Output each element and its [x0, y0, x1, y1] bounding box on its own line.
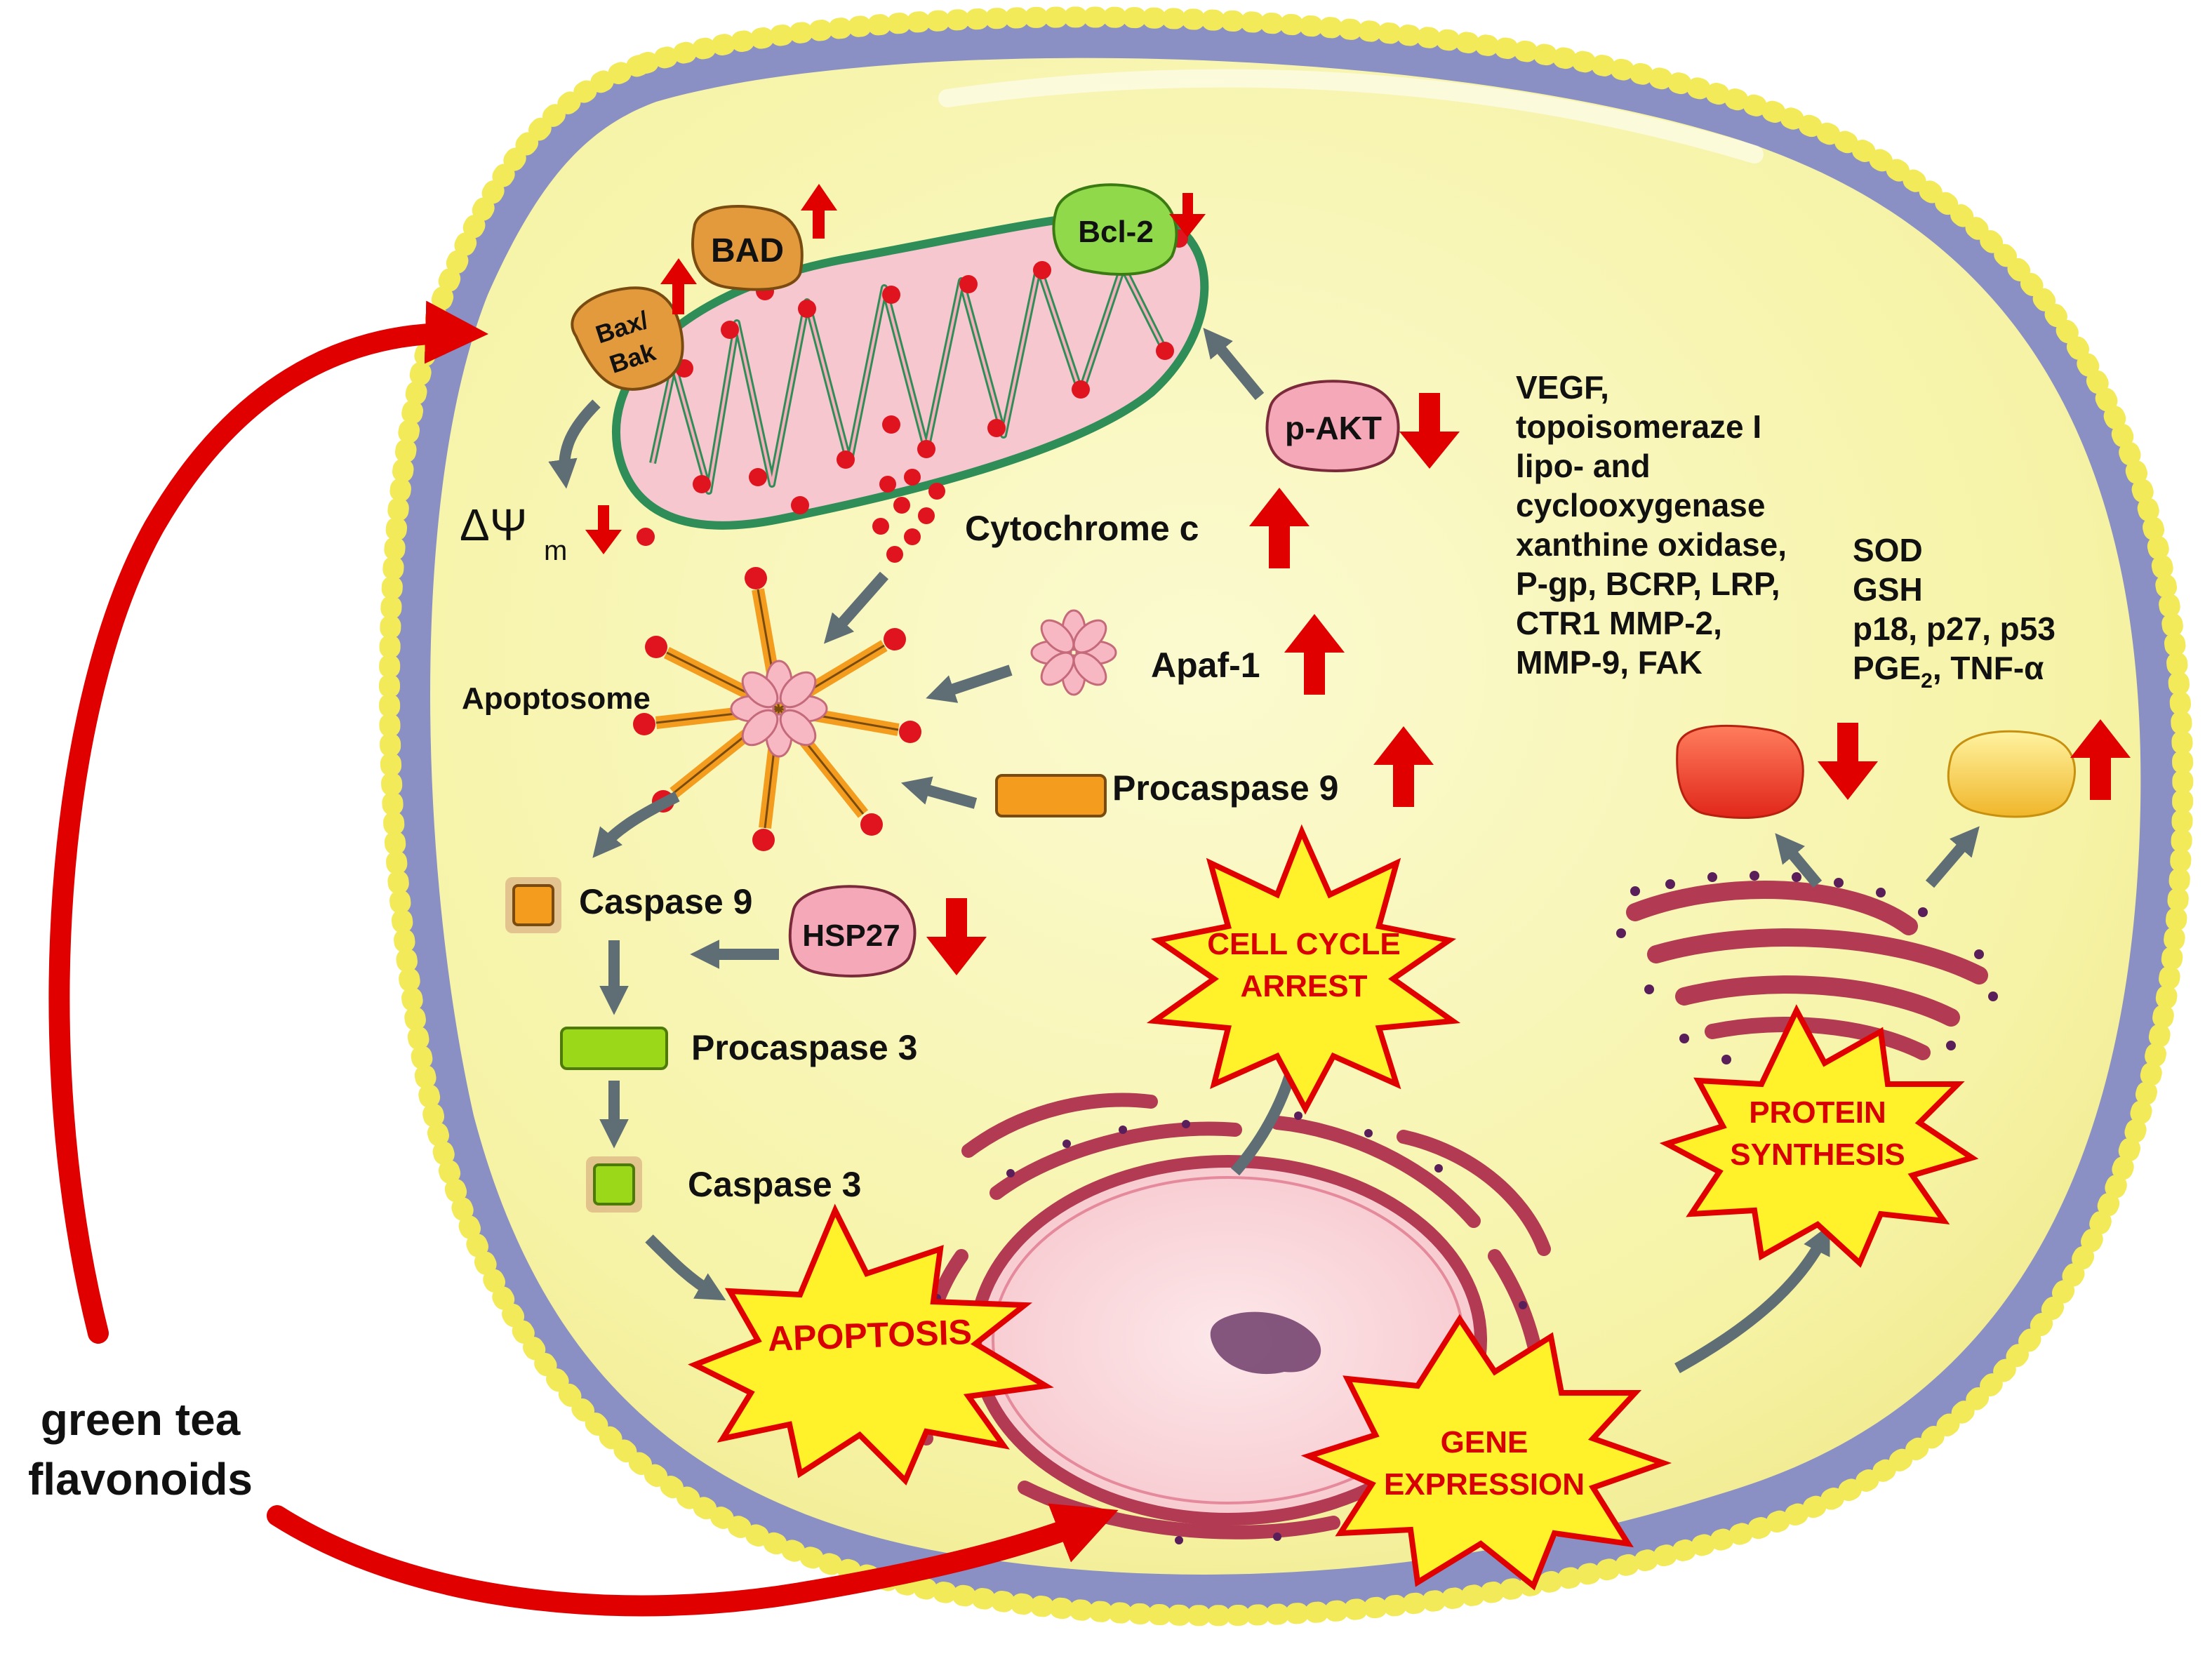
- cytoplasm-highlight: [938, 69, 1764, 163]
- arrow-golgi-to-down: [1775, 833, 1823, 888]
- downregulated-protein-bean: [1676, 724, 1804, 820]
- down-list-item: VEGF,: [1516, 369, 1609, 406]
- mitochondrion-cristae-inner: [651, 265, 1166, 493]
- protein-synthesis-star: [1659, 1004, 1979, 1268]
- bcl2-label: Bcl-2: [1078, 215, 1154, 249]
- arrow-golgi-to-up: [1925, 826, 1980, 888]
- down-list-item: topoisomeraze I: [1516, 408, 1761, 445]
- apoptosis-star: [688, 1203, 1054, 1486]
- down-list-item: xanthine oxidase,: [1516, 526, 1787, 563]
- upregulated-protein-bean: [1947, 730, 2076, 818]
- delta-psi-subscript: m: [544, 535, 567, 566]
- pathway-arrows: [548, 328, 1980, 1373]
- up-list-item-pge2: PGE2, TNF-α: [1853, 650, 2044, 693]
- gene-label-line2: EXPRESSION: [1384, 1467, 1585, 1502]
- upregulated-target-list: SOD GSH p18, p27, p53 PGE2, TNF-α: [1853, 532, 2056, 693]
- up-list-item: SOD: [1853, 532, 1923, 568]
- up-list-item: p18, p27, p53: [1853, 610, 2056, 647]
- down-list-item: MMP-9, FAK: [1516, 644, 1703, 681]
- membrane-lipid-ring: [379, 6, 2194, 1627]
- down-list-item: CTR1 MMP-2,: [1516, 605, 1722, 641]
- arrow-apaf1-to-apoptosome: [926, 665, 1013, 703]
- cytc-up-arrow: [1249, 488, 1310, 568]
- apoptosome-label: Apoptosome: [462, 681, 651, 716]
- regulation-arrows: [585, 184, 2131, 975]
- mitochondrion-pores: [637, 229, 1188, 546]
- protein-label-line2: SYNTHESIS: [1730, 1137, 1905, 1172]
- pge-text: PGE: [1853, 650, 1921, 686]
- cell-cycle-arrest-star: [1146, 824, 1461, 1115]
- gene-label-line1: GENE: [1441, 1425, 1528, 1460]
- gene-expression-star: [1300, 1314, 1672, 1591]
- apoptosome: [633, 567, 921, 851]
- bcl2-protein: Bcl-2: [1052, 183, 1178, 276]
- arrow-cytc-to-apoptosome: [823, 571, 888, 644]
- nucleolus: [1210, 1311, 1321, 1375]
- hsp27-label: HSP27: [802, 919, 900, 953]
- tnf-text: , TNF-α: [1933, 650, 2044, 686]
- flavonoid-arrow-to-nucleus: [267, 1503, 1119, 1617]
- pge-subscript: 2: [1921, 669, 1933, 693]
- caspase3-label: Caspase 3: [688, 1165, 861, 1204]
- arrow-pakt-to-mito: [1203, 328, 1265, 401]
- bad-protein: BAD: [691, 205, 804, 291]
- protein-synthesis-burst: PROTEIN SYNTHESIS: [1659, 1004, 1979, 1268]
- pakt-protein: p-AKT: [1265, 380, 1400, 472]
- caspase3-block: [593, 1163, 635, 1206]
- apaf1-flower: [1030, 609, 1117, 696]
- delta-psi-label: ΔΨ: [460, 500, 527, 550]
- apaf1-label: Apaf-1: [1151, 646, 1260, 685]
- down-list-item: cyclooxygenase: [1516, 487, 1765, 523]
- apoptosis-burst: APOPTOSIS: [688, 1203, 1054, 1486]
- arrow-casp3-to-apoptosis: [645, 1234, 726, 1301]
- procaspase3-block: [560, 1027, 668, 1070]
- arrow-apoptosome-to-casp9: [592, 791, 680, 858]
- pakt-down-arrow: [1399, 393, 1460, 469]
- arrow-mito-to-dpsi: [548, 399, 601, 489]
- cytochrome-c-particles: [872, 469, 945, 563]
- arrow-procasp9-to-apoptosome: [900, 776, 978, 809]
- cytochrome-c-label: Cytochrome c: [965, 509, 1199, 548]
- apoptosis-label: APOPTOSIS: [767, 1312, 973, 1358]
- cell-cycle-label-line2: ARREST: [1241, 969, 1368, 1003]
- bax-up-arrow: [660, 258, 697, 314]
- bax-bak-protein: Bax/ Bak: [571, 286, 684, 391]
- flavonoid-arrow-to-mitochondrion: [48, 300, 488, 1344]
- hsp27-protein: HSP27: [788, 885, 917, 977]
- cell-cycle-arrest-burst: CELL CYCLE ARREST: [1146, 824, 1461, 1115]
- dpsi-down-arrow: [585, 505, 622, 554]
- down-list-item: lipo- and: [1516, 448, 1651, 484]
- gene-expression-burst: GENE EXPRESSION: [1300, 1314, 1672, 1591]
- apaf1-up-arrow: [1284, 614, 1345, 695]
- flavonoids-label-line1: green tea: [41, 1394, 241, 1445]
- bad-label: BAD: [711, 232, 784, 269]
- procaspase3-label: Procaspase 3: [691, 1028, 917, 1067]
- arrow-gene-to-protein: [1674, 1224, 1830, 1373]
- list-up-arrow: [2070, 719, 2131, 800]
- list-down-arrow: [1818, 723, 1878, 800]
- flavonoid-arrows: [48, 300, 1119, 1617]
- flavonoids-label-line2: flavonoids: [28, 1454, 253, 1504]
- caspase9-label: Caspase 9: [579, 882, 752, 921]
- bcl2-down-arrow: [1169, 193, 1206, 237]
- down-list-item: P-gp, BCRP, LRP,: [1516, 566, 1780, 602]
- golgi-apparatus: [1616, 871, 1998, 1064]
- bad-up-arrow: [801, 184, 837, 239]
- pakt-label: p-AKT: [1285, 410, 1382, 446]
- procasp9-up-arrow: [1373, 726, 1434, 807]
- procaspase9-block: [995, 774, 1107, 817]
- cell-cycle-label-line1: CELL CYCLE: [1207, 927, 1400, 961]
- downregulated-target-list: VEGF, topoisomeraze I lipo- and cyclooxy…: [1516, 369, 1787, 681]
- procaspase9-label: Procaspase 9: [1112, 768, 1338, 808]
- protein-label-line1: PROTEIN: [1749, 1095, 1886, 1130]
- caspase9-block: [512, 884, 554, 926]
- up-list-item: GSH: [1853, 571, 1923, 608]
- mitochondrion: [612, 209, 1209, 546]
- hsp27-down-arrow: [926, 898, 987, 975]
